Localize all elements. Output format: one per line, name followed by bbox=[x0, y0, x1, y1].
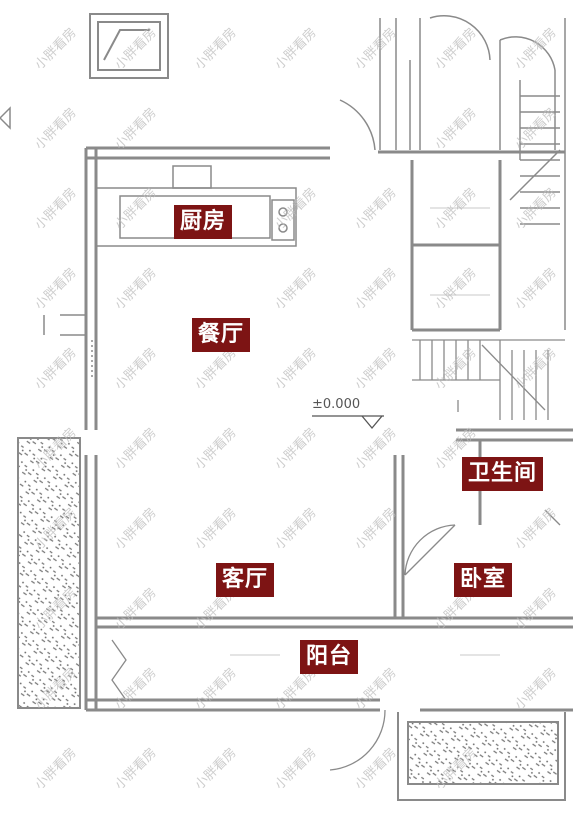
room-label-kitchen: 厨房 bbox=[174, 205, 233, 239]
watermark: 小胖看房 bbox=[352, 745, 400, 793]
dimension-lines bbox=[230, 207, 500, 656]
room-label-bathroom: 卫生间 bbox=[462, 457, 544, 491]
watermark: 小胖看房 bbox=[32, 265, 80, 313]
watermark: 小胖看房 bbox=[432, 105, 480, 153]
watermark: 小胖看房 bbox=[432, 265, 480, 313]
watermark: 小胖看房 bbox=[32, 105, 80, 153]
elevation-marker bbox=[312, 415, 384, 430]
watermark: 小胖看房 bbox=[432, 185, 480, 233]
watermark: 小胖看房 bbox=[112, 745, 160, 793]
top-right-structure bbox=[339, 15, 566, 330]
watermark: 小胖看房 bbox=[352, 25, 400, 73]
bottom-planter bbox=[397, 712, 566, 801]
watermark: 小胖看房 bbox=[112, 105, 160, 153]
watermark: 小胖看房 bbox=[352, 665, 400, 713]
watermark: 小胖看房 bbox=[112, 265, 160, 313]
watermark: 小胖看房 bbox=[512, 265, 560, 313]
watermark: 小胖看房 bbox=[432, 25, 480, 73]
watermark: 小胖看房 bbox=[272, 265, 320, 313]
watermark: 小胖看房 bbox=[112, 185, 160, 233]
watermark: 小胖看房 bbox=[512, 505, 560, 553]
room-label-dining-room: 餐厅 bbox=[192, 318, 251, 352]
watermark: 小胖看房 bbox=[112, 345, 160, 393]
watermark: 小胖看房 bbox=[32, 745, 80, 793]
room-label-living-room: 客厅 bbox=[216, 563, 275, 597]
watermark: 小胖看房 bbox=[352, 345, 400, 393]
watermark: 小胖看房 bbox=[112, 505, 160, 553]
watermark: 小胖看房 bbox=[32, 345, 80, 393]
room-label-balcony: 阳台 bbox=[300, 640, 359, 674]
roof-window-symbol bbox=[89, 13, 169, 79]
doors bbox=[111, 509, 561, 771]
room-label-bedroom: 卧室 bbox=[454, 563, 513, 597]
watermark: 小胖看房 bbox=[352, 425, 400, 473]
watermark: 小胖看房 bbox=[512, 25, 560, 73]
watermark: 小胖看房 bbox=[272, 745, 320, 793]
elevation-label: ±0.000 bbox=[312, 397, 361, 412]
watermark: 小胖看房 bbox=[192, 425, 240, 473]
watermark: 小胖看房 bbox=[192, 505, 240, 553]
left-side-details bbox=[0, 106, 93, 380]
watermark: 小胖看房 bbox=[272, 345, 320, 393]
watermarks: 小胖看房 小胖看房 小胖看房 小胖看房 小胖看房 小胖看房 小胖看房 小胖看房 … bbox=[32, 25, 560, 793]
watermark: 小胖看房 bbox=[192, 665, 240, 713]
watermark: 小胖看房 bbox=[32, 185, 80, 233]
watermark: 小胖看房 bbox=[272, 505, 320, 553]
walls bbox=[84, 146, 573, 712]
watermark: 小胖看房 bbox=[32, 25, 80, 73]
watermark: 小胖看房 bbox=[272, 425, 320, 473]
watermark: 小胖看房 bbox=[192, 745, 240, 793]
watermark: 小胖看房 bbox=[352, 505, 400, 553]
watermark: 小胖看房 bbox=[352, 185, 400, 233]
watermark: 小胖看房 bbox=[192, 25, 240, 73]
watermark: 小胖看房 bbox=[352, 265, 400, 313]
watermark: 小胖看房 bbox=[512, 665, 560, 713]
staircase bbox=[412, 339, 565, 420]
watermark: 小胖看房 bbox=[272, 25, 320, 73]
left-planter bbox=[17, 437, 81, 709]
watermark: 小胖看房 bbox=[112, 425, 160, 473]
